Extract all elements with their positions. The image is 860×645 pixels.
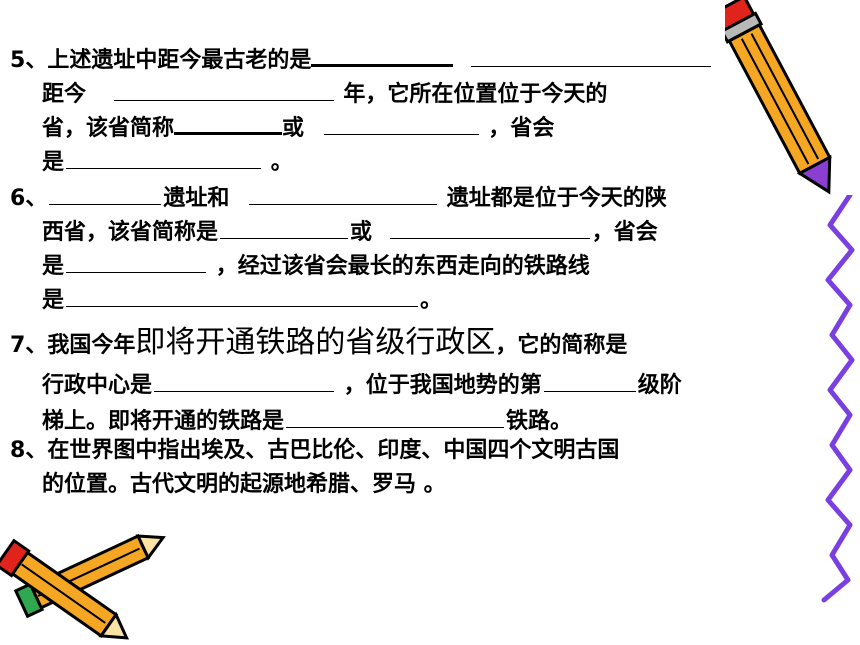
pencil-icon bbox=[725, 0, 832, 195]
question-text: 铁路。 bbox=[506, 409, 573, 434]
question-text: 是 bbox=[42, 254, 65, 279]
pencil-stripe bbox=[21, 563, 106, 624]
pencil-tip bbox=[98, 611, 130, 640]
answer-blank bbox=[49, 182, 162, 205]
question-text: 、上述遗址中距今最古老的是 bbox=[25, 48, 312, 73]
answer-blank bbox=[113, 78, 334, 101]
question-text: 是 bbox=[42, 150, 65, 175]
question-number: 5 bbox=[10, 48, 26, 73]
question-number: 6 bbox=[10, 186, 26, 211]
question-text: 。 bbox=[270, 150, 293, 175]
pencil-stripe bbox=[750, 33, 820, 160]
question-text: 、 bbox=[25, 186, 48, 211]
answer-blank bbox=[311, 50, 454, 67]
pencil-stripe bbox=[740, 38, 810, 165]
pencil-eraser bbox=[0, 538, 31, 578]
question-text: 遗址和 bbox=[163, 186, 230, 211]
answer-blank bbox=[220, 216, 349, 239]
question-text: 距今 bbox=[42, 82, 87, 107]
pencil-tip bbox=[796, 154, 832, 195]
question-text: 级阶 bbox=[637, 373, 682, 398]
question-text: ，位于我国地势的第 bbox=[343, 373, 542, 398]
answer-blank bbox=[249, 182, 438, 205]
question-text: 是 bbox=[42, 288, 65, 313]
question-text: ，它的简称是 bbox=[495, 333, 628, 358]
question-text: 、在世界图中指出埃及、古巴比伦、印度、中国四个文明古国 bbox=[25, 438, 620, 463]
answer-blank bbox=[154, 369, 335, 392]
question-text: 。 bbox=[420, 288, 443, 313]
question-6: 6、 遗址和 遗址都是位于今天的陕 西省，该省简称是 或 ，省会 是 ，经过该省会最… bbox=[10, 182, 810, 318]
question-text: 或 bbox=[350, 220, 373, 245]
answer-blank bbox=[471, 44, 711, 67]
question-text: ，省会 bbox=[591, 220, 658, 245]
question-text: ，省会 bbox=[488, 116, 555, 141]
answer-blank bbox=[323, 112, 479, 135]
answer-blank bbox=[66, 284, 419, 307]
zigzag-line bbox=[821, 195, 855, 603]
question-text: 行政中心是 bbox=[42, 373, 153, 398]
pencil-eraser bbox=[13, 582, 45, 619]
question-text: ，经过该省会最长的东西走向的铁路线 bbox=[215, 254, 590, 279]
question-text: 遗址都是位于今天的陕 bbox=[446, 186, 667, 211]
question-text: 省，该省简称 bbox=[42, 116, 175, 141]
answer-blank bbox=[543, 369, 636, 392]
question-text-emphasis: 即将开通铁路的省级行政区 bbox=[135, 325, 496, 360]
question-text: 梯上。即将开通的铁路是 bbox=[42, 409, 285, 434]
question-5: 5、上述遗址中距今最古老的是 距今 年，它所在位置位于今天的 省，该省简称 或 ，… bbox=[10, 44, 810, 180]
question-number: 7 bbox=[10, 333, 26, 358]
answer-blank bbox=[66, 146, 262, 169]
question-text: 的位置。古代文明的起源地希腊、罗马 。 bbox=[42, 472, 446, 497]
question-number: 8 bbox=[10, 438, 26, 463]
question-text: 、我国今年 bbox=[25, 333, 136, 358]
pencils-icon bbox=[0, 534, 166, 640]
question-text: 西省，该省简称是 bbox=[42, 220, 219, 245]
pencil-tip bbox=[135, 534, 166, 561]
question-text: 年，它所在位置位于今天的 bbox=[343, 82, 608, 107]
answer-blank bbox=[174, 118, 283, 135]
question-8: 8、在世界图中指出埃及、古巴比伦、印度、中国四个文明古国 的位置。古代文明的起源… bbox=[10, 434, 810, 502]
answer-blank bbox=[389, 216, 590, 239]
answer-blank bbox=[66, 250, 207, 273]
question-7: 7、我国今年即将开通铁路的省级行政区，它的简称是 行政中心是 ，位于我国地势的第… bbox=[10, 322, 810, 439]
answer-blank bbox=[286, 405, 505, 428]
question-text: 或 bbox=[282, 116, 305, 141]
